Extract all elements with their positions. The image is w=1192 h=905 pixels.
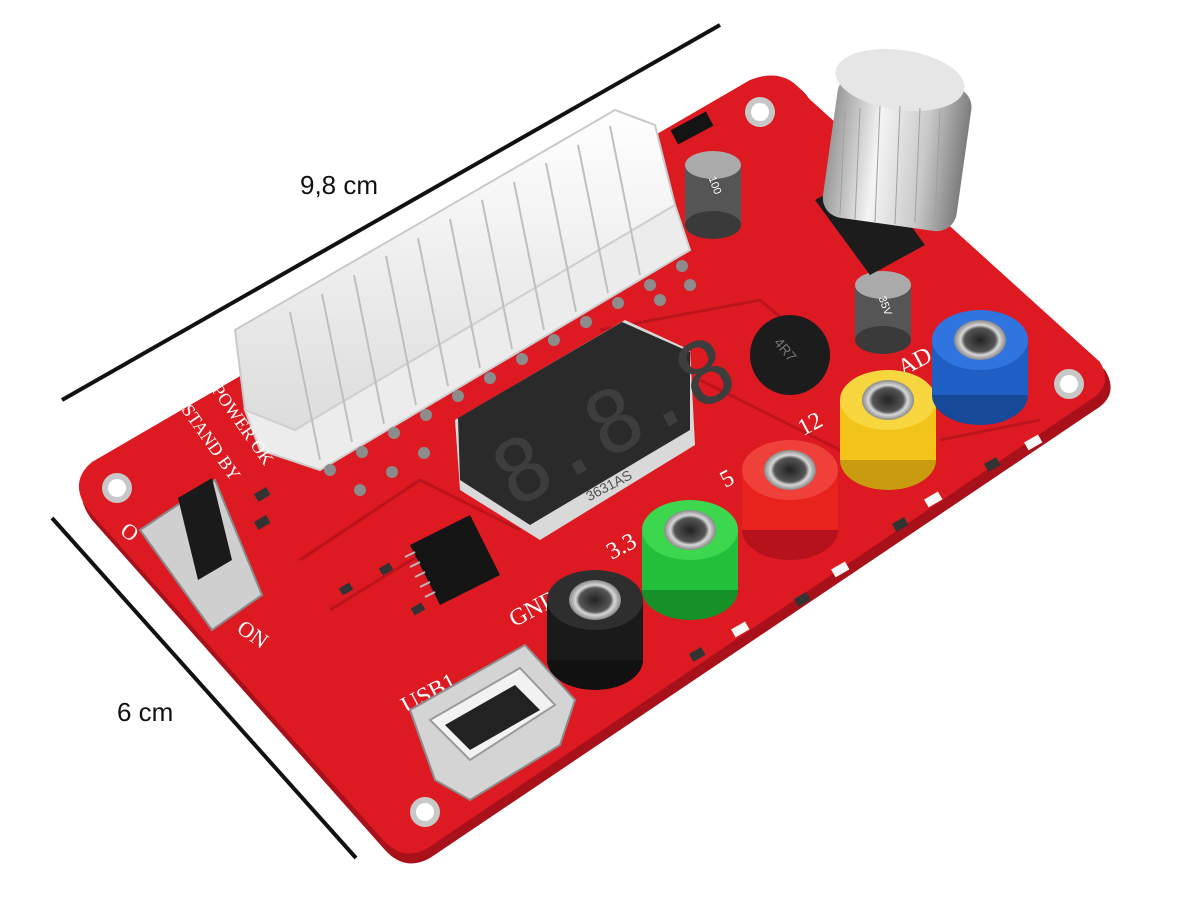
terminal-adj [932,310,1028,425]
capacitor-1-text: 100 [706,175,724,196]
terminal-5v [742,440,838,560]
capacitor-2: 35V [855,271,911,354]
height-dimension-line [50,516,358,860]
terminal-12v [840,370,936,490]
width-label: 9,8 cm [300,170,379,200]
transistor [670,111,714,145]
width-dimension-line [61,23,721,402]
mounting-holes [102,97,1084,827]
leds [731,434,1043,638]
potentiometer-knob [815,48,972,275]
inductor: 4R7 [750,315,830,395]
capacitor-1: 100 [685,151,741,239]
terminal-gnd [547,570,643,690]
smd-components [253,457,1001,662]
height-label: 6 cm [117,697,174,727]
usb-port [408,643,577,802]
ic-chip-u2 [404,515,500,605]
atx-connector [233,108,696,496]
terminal-3v3 [642,500,738,620]
